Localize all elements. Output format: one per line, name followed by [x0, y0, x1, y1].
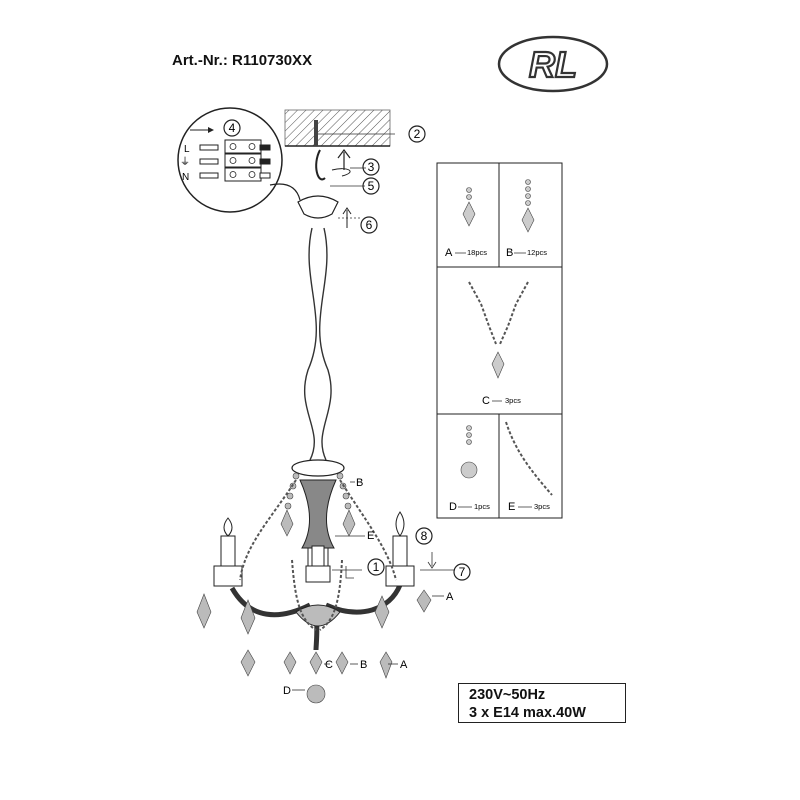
ceiling: [284, 109, 391, 147]
part-e-letter: E: [508, 501, 515, 513]
callout-b-bottom: B: [360, 659, 367, 671]
chain: [303, 227, 332, 461]
callout-a-bottom: A: [400, 659, 408, 671]
part-c-qty: 3pcs: [505, 396, 521, 405]
wire-label-l: L: [184, 144, 190, 155]
brand-logo: RL: [497, 35, 609, 93]
callout-b-top: B: [356, 477, 363, 489]
part-a-letter: A: [445, 247, 453, 259]
electrical-spec: 230V~50Hz 3 x E14 max.40W: [458, 683, 626, 723]
step-3: 3: [368, 160, 375, 174]
step-1: 1: [373, 560, 380, 574]
ceiling-hook: [314, 120, 318, 146]
step-2: 2: [414, 127, 421, 141]
step-7: 7: [459, 565, 466, 579]
article-number: Art.-Nr.: R110730XX: [172, 52, 313, 69]
step-8: 8: [421, 529, 428, 543]
canopy: [297, 195, 339, 219]
wire-label-n: N: [182, 172, 189, 183]
callout-e: E: [367, 530, 374, 542]
part-d-qty: 1pcs: [474, 502, 490, 511]
crystals: [196, 472, 432, 704]
part-a-qty: 18pcs: [467, 248, 487, 257]
candle-holders: [213, 511, 415, 587]
callout-a-right: A: [446, 591, 454, 603]
logo-text: RL: [529, 44, 577, 85]
step-4: 4: [229, 121, 236, 135]
wire-label-ground: ⏚: [180, 156, 190, 168]
part-b-letter: B: [506, 247, 513, 259]
voltage-text: 230V~50Hz: [469, 687, 546, 703]
callout-c: C: [325, 659, 333, 671]
column: [299, 479, 337, 549]
crown: [291, 459, 345, 477]
hook: [315, 149, 326, 181]
part-c-letter: C: [482, 395, 490, 407]
part-e-qty: 3pcs: [534, 502, 550, 511]
part-d-letter: D: [449, 501, 457, 513]
bulb-text: 3 x E14 max.40W: [469, 705, 586, 721]
part-b-qty: 12pcs: [527, 248, 547, 257]
parts-legend: [436, 162, 563, 519]
callout-d: D: [283, 685, 291, 697]
step-5: 5: [368, 179, 375, 193]
step-6: 6: [366, 218, 373, 232]
